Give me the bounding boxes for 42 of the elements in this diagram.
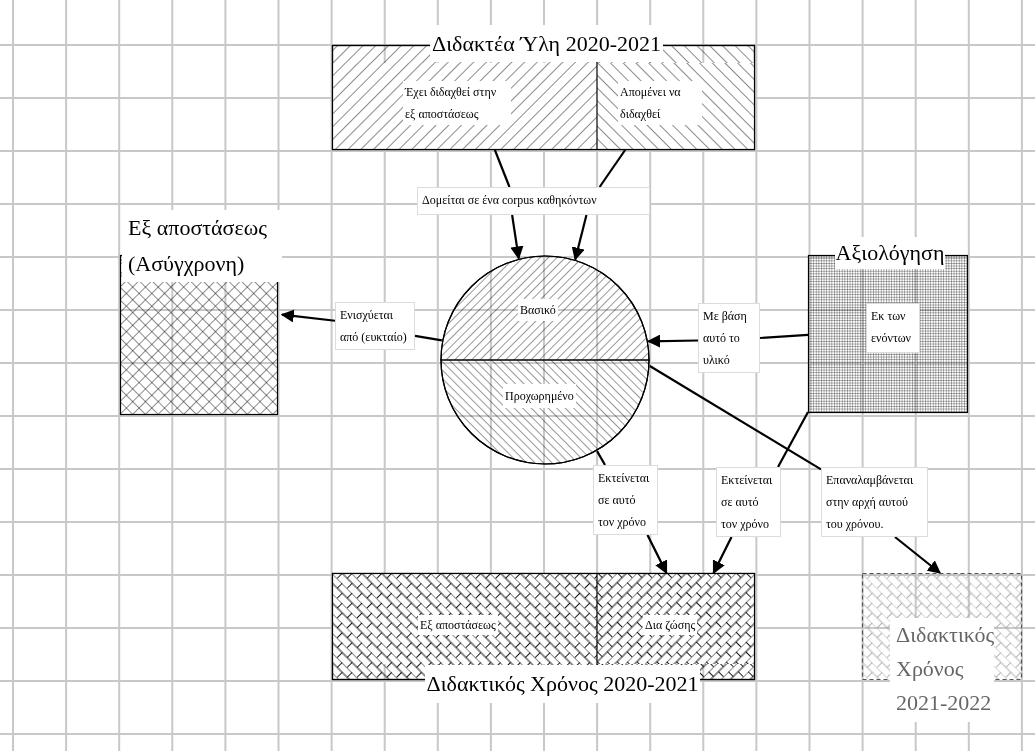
arrow <box>712 536 733 575</box>
hatched-band <box>332 25 755 150</box>
hatched-square <box>120 210 282 415</box>
heading-label: Διδακτικός Χρόνος 2020-2021 <box>425 665 700 703</box>
heading-label: Διδακτέα Ύλη 2020-2021 <box>430 25 663 62</box>
arrow <box>894 536 942 574</box>
connector-line <box>598 149 626 188</box>
connector-line <box>777 411 809 468</box>
hatched-square <box>808 237 968 413</box>
text-box: Εκ των ενόντων <box>866 303 920 353</box>
connector-line <box>759 333 809 340</box>
arrow <box>646 534 668 575</box>
hatched-section <box>597 63 755 150</box>
arrow <box>510 214 524 260</box>
hatched-section <box>332 573 597 664</box>
arrow <box>647 334 698 348</box>
section-label: Απομένει να διδαχθεί <box>618 81 702 125</box>
arrow <box>571 214 588 261</box>
connector-line <box>596 450 606 466</box>
hatched-section <box>597 573 755 664</box>
heading-label: Αξιολόγηση <box>835 237 945 269</box>
section-label: Δια ζώσης <box>643 615 698 635</box>
heading-label: Εξ αποστάσεως (Ασύγχρονη) <box>122 210 282 282</box>
hatched-section <box>332 63 597 150</box>
text-box: Ενισχύεται από (ευκταίο) <box>335 302 415 350</box>
text-box: Δομείται σε ένα corpus καθηκόντων <box>417 187 650 215</box>
hatched-band <box>332 573 755 705</box>
text-box: Εκτείνεται σε αυτό τον χρόνο <box>716 467 781 537</box>
section-label: Προχωρημένο <box>503 384 576 408</box>
section-label: Έχει διδαχθεί στην εξ αποστάσεως <box>403 81 511 125</box>
heading-label: Διδακτικός Χρόνος 2021-2022 <box>890 618 994 722</box>
circle <box>440 255 650 465</box>
arrow <box>280 309 336 323</box>
connector-line <box>649 365 822 471</box>
text-box: Επαναλαμβάνεται στην αρχή αυτού του χρόνου. <box>821 467 928 537</box>
section-label: Βασικό <box>518 299 558 321</box>
text-box: Με βάση αυτό το υλικό <box>698 303 760 373</box>
text-box: Εκτείνεται σε αυτό τον χρόνο <box>593 465 658 535</box>
connector-line <box>414 334 443 342</box>
section-label: Εξ αποστάσεως <box>418 615 498 635</box>
connector-line <box>493 149 511 188</box>
hatched-square <box>862 573 1022 722</box>
